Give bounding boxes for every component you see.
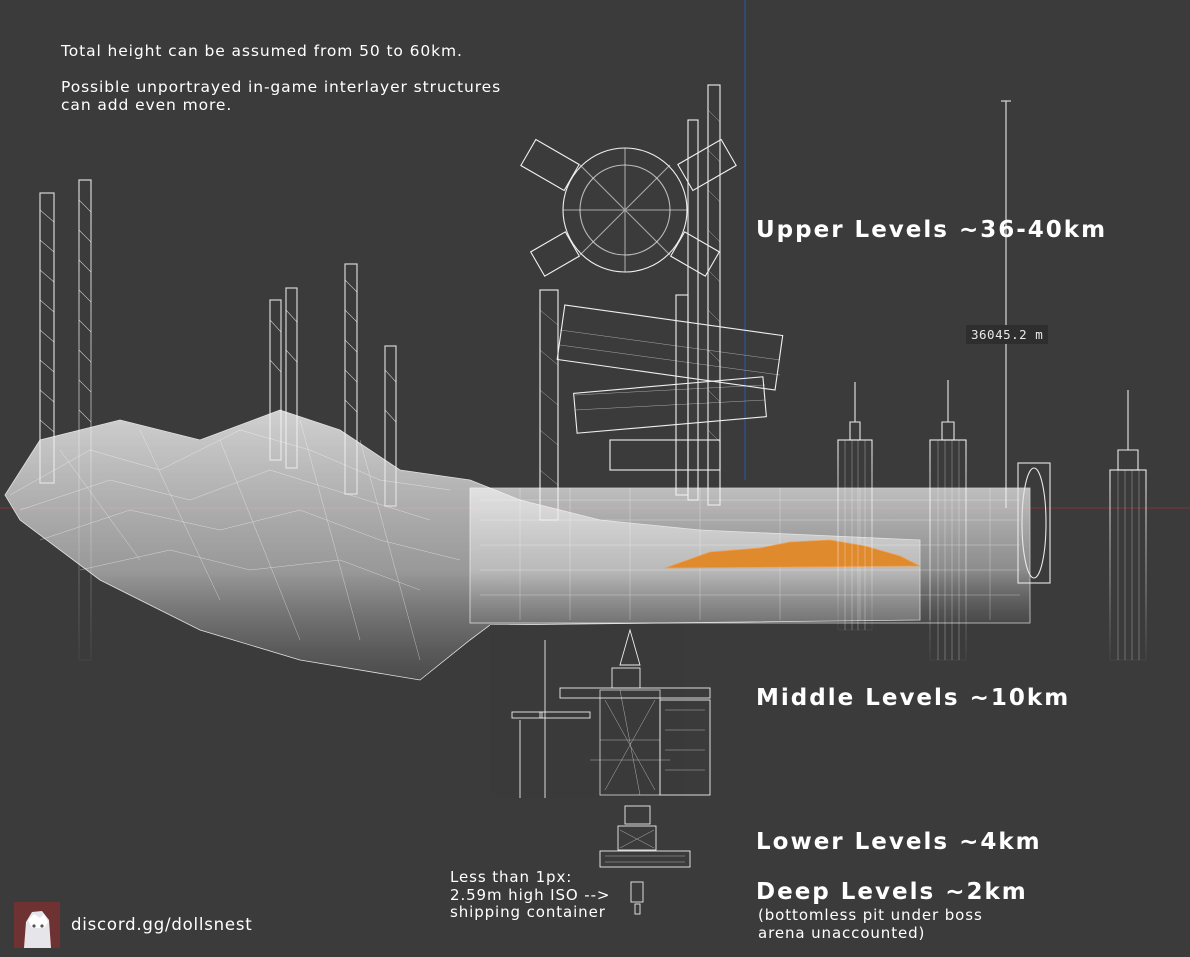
structure-hatching — [540, 110, 780, 485]
central-structure — [521, 85, 783, 520]
container-note-line1: Less than 1px: — [450, 869, 610, 887]
spire-hatching — [40, 200, 396, 432]
deep-levels-note: (bottomless pit under boss arena unaccou… — [758, 906, 1008, 942]
container-note-line3: shipping container — [450, 904, 610, 922]
measurement-label: 36045.2 m — [966, 325, 1048, 344]
deep-levels-label: Deep Levels ~2km — [756, 879, 1028, 905]
height-ruler — [1001, 101, 1011, 508]
avatar — [14, 902, 60, 948]
total-height-note: Total height can be assumed from 50 to 6… — [61, 42, 531, 60]
lower-levels-label: Lower Levels ~4km — [756, 829, 1042, 855]
upper-levels-label: Upper Levels ~36-40km — [756, 217, 1107, 243]
middle-levels-block — [490, 625, 685, 798]
deep-levels-wireframe — [631, 882, 643, 914]
possible-structures-note: Possible unportrayed in-game interlayer … — [61, 78, 516, 114]
lower-levels-wireframe — [600, 806, 690, 867]
middle-levels-label: Middle Levels ~10km — [756, 685, 1070, 711]
container-note: Less than 1px: 2.59m high ISO --> shippi… — [450, 869, 610, 922]
container-note-line2: 2.59m high ISO --> — [450, 887, 610, 905]
discord-link[interactable]: discord.gg/dollsnest — [71, 915, 253, 934]
